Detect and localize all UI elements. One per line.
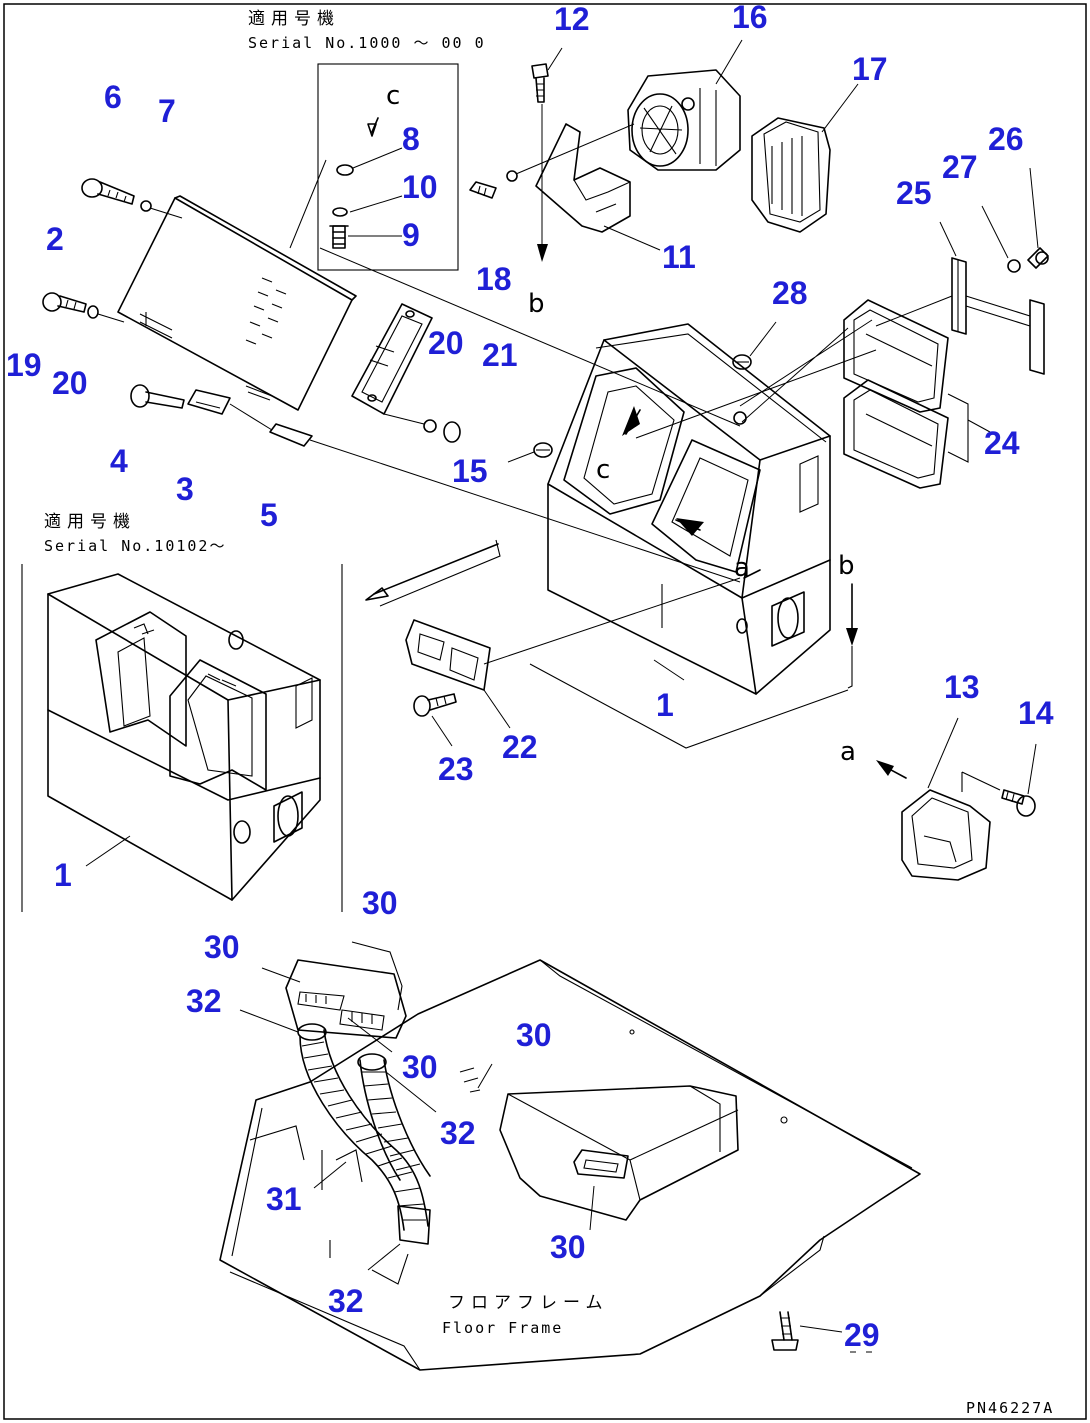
part-number-15: 15 [452, 453, 488, 489]
duct-leaders [239, 1009, 595, 1285]
part-number-14: 14 [1018, 695, 1054, 731]
part-number-32-bottom: 32 [328, 1283, 364, 1319]
duct-grille-30 [261, 941, 407, 1039]
view-letter-c-main: c [596, 455, 610, 485]
view-letter-a-main: a [734, 553, 750, 583]
part-number-20-left: 20 [52, 365, 88, 401]
part-number-27: 27 [942, 149, 978, 185]
view-arrows [365, 539, 858, 689]
duct-17 [751, 83, 859, 233]
serial-note-left-jp: 適用号機 [44, 512, 136, 532]
detail-box-c [317, 63, 459, 271]
flexible-hose-32-left [297, 1023, 429, 1231]
part-number-25: 25 [896, 175, 932, 211]
serial-note-top: Serial No.1000 〜 00 0 [248, 34, 486, 52]
part-number-16: 16 [732, 0, 768, 35]
cover-plate [117, 159, 357, 411]
part-number-13: 13 [944, 669, 980, 705]
clip-28 [732, 321, 777, 370]
bolt-23 [413, 693, 457, 747]
part-number-19: 19 [6, 347, 42, 383]
bolt-14 [1001, 743, 1037, 817]
view-letter-c-detail: c [386, 81, 400, 111]
bolt-6 [81, 178, 183, 219]
vent-24 [843, 299, 991, 489]
part-number-30-floor: 30 [516, 1017, 552, 1053]
inset-console-body [47, 573, 321, 901]
part-number-2: 2 [46, 221, 64, 257]
floor-frame-label-jp: フロアフレーム [448, 1293, 609, 1313]
view-letter-b-top: b [528, 289, 545, 319]
view-letter-b-side: b [838, 551, 855, 581]
part-number-6: 6 [104, 79, 122, 115]
part-number-21: 21 [482, 337, 518, 373]
part-number-8: 8 [402, 121, 420, 157]
blower-16 [627, 39, 743, 171]
part-number-24: 24 [984, 425, 1020, 461]
part-number-28: 28 [772, 275, 808, 311]
part-number-9: 9 [402, 217, 420, 253]
part-number-29: 29 [844, 1317, 880, 1353]
serial-note-left: Serial No.10102〜 [44, 537, 226, 555]
bracket-18 [351, 303, 461, 443]
bolt-29 [771, 1311, 872, 1353]
screw-bracket-11 [469, 123, 635, 199]
part-number-31: 31 [266, 1181, 302, 1217]
clamp-parts-3-4-5 [130, 384, 741, 583]
drawing-frame [3, 3, 1087, 1420]
part-number-30-top: 30 [362, 885, 398, 921]
flexible-hose-32-right [357, 1053, 431, 1245]
bracket-22 [405, 577, 741, 729]
part-number-32-top: 32 [186, 983, 222, 1019]
floor-frame [219, 959, 921, 1371]
part-number-30-console: 30 [550, 1229, 586, 1265]
part-number-26: 26 [988, 121, 1024, 157]
drawing-code: PN46227A [966, 1399, 1054, 1417]
part-number-32-right: 32 [440, 1115, 476, 1151]
part-number-18: 18 [476, 261, 512, 297]
part-number-20-bracket: 20 [428, 325, 464, 361]
part-number-7: 7 [158, 93, 176, 129]
part-number-30-left: 30 [204, 929, 240, 965]
part-number-22: 22 [502, 729, 538, 765]
bracket-11 [535, 123, 661, 251]
part-number-12: 12 [554, 1, 590, 37]
clip-15 [507, 442, 553, 463]
bracket-25 [939, 221, 1045, 375]
part-number-1-main: 1 [656, 687, 674, 723]
part-number-17: 17 [852, 51, 888, 87]
part-number-1-inset: 1 [54, 857, 72, 893]
part-number-11: 11 [662, 239, 696, 275]
screw-12 [531, 47, 563, 262]
main-console-body [529, 323, 849, 749]
part-number-10: 10 [402, 169, 438, 205]
part-number-30-middle: 30 [402, 1049, 438, 1085]
part-number-5: 5 [260, 497, 278, 533]
part-number-3: 3 [176, 471, 194, 507]
part-number-4: 4 [110, 443, 128, 479]
part-number-23: 23 [438, 751, 474, 787]
serial-note-top-jp: 適用号機 [248, 9, 340, 29]
floor-frame-label: Floor Frame [442, 1319, 563, 1337]
bolt-19 [42, 292, 125, 323]
vent-13 [876, 717, 1001, 881]
nut-26-washer-27 [981, 167, 1049, 273]
leader-lines [319, 247, 953, 439]
view-letter-a-side: a [840, 737, 856, 767]
detail-c-parts [329, 117, 403, 249]
